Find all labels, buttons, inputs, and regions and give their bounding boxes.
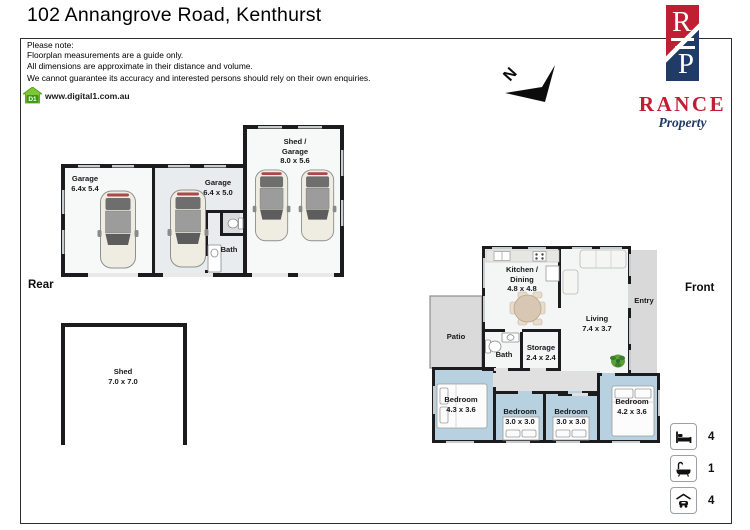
north-label: N	[500, 65, 520, 85]
shed-garage-label: Shed / Garage 8.0 x 5.6	[280, 137, 310, 166]
bath-label: Bath	[495, 350, 513, 359]
digital1-house-icon: D1	[23, 87, 42, 104]
agency-tagline: Property	[658, 115, 707, 130]
summary-legend: 4 1 4	[670, 423, 714, 519]
bedroom3-label: Bedroom 3.0 x 3.0	[554, 407, 588, 426]
bath-icon	[670, 455, 697, 482]
bed-icon	[670, 423, 697, 450]
rance-badge-icon: R P	[666, 5, 699, 81]
patio-label: Patio	[446, 332, 466, 341]
digital1-website: www.digital1.com.au	[45, 90, 130, 101]
garage1-label: Garage 6.4x 5.4	[71, 174, 99, 193]
note-line: All dimensions are approximate in their …	[27, 60, 253, 71]
garage-bath-label: Bath	[220, 245, 238, 254]
note-line: Floorplan measurements are a guide only.	[27, 50, 184, 61]
front-label: Front	[685, 282, 715, 294]
bedroom1-label: Bedroom 4.3 x 3.6	[444, 395, 478, 414]
rance-badge-letter-r: R	[671, 8, 695, 41]
page-title: 102 Annangrove Road, Kenthurst	[27, 4, 322, 26]
shed-label: Shed 7.0 x 7.0	[108, 367, 138, 386]
digital1-logo: D1 www.digital1.com.au	[23, 87, 130, 104]
bedroom-count: 4	[708, 430, 715, 443]
bathroom-count: 1	[708, 462, 715, 475]
rance-badge-letter-p: P	[674, 46, 695, 79]
car-icon	[670, 487, 697, 514]
legend-row-cars: 4	[670, 487, 714, 514]
svg-text:D1: D1	[28, 96, 37, 103]
disclaimer-notes: Please note: Floorplan measurements are …	[27, 40, 370, 84]
legend-row-bedrooms: 4	[670, 423, 714, 450]
rance-logo: R P RANCE Property	[630, 5, 735, 131]
bedroom2-label: Bedroom 3.0 x 3.0	[503, 407, 537, 426]
north-arrow-icon: N	[500, 65, 555, 102]
car-space-count: 4	[708, 494, 715, 507]
agency-name: RANCE	[638, 92, 727, 116]
rear-label: Rear	[28, 279, 54, 291]
border-frame	[20, 38, 732, 524]
garage2-label: Garage 6.4 x 5.0	[203, 178, 233, 197]
bedroom4-label: Bedroom 4.2 x 3.6	[615, 397, 649, 416]
entry-label: Entry	[634, 296, 654, 305]
living-label: Living 7.4 x 3.7	[582, 314, 612, 333]
kitchen-dining-label: Kitchen / Dining 4.8 x 4.8	[505, 265, 539, 294]
storage-label: Storage 2.4 x 2.4	[526, 343, 556, 362]
note-line: We cannot guarantee its accuracy and int…	[27, 73, 371, 84]
note-heading: Please note:	[27, 40, 74, 50]
legend-row-bathrooms: 1	[670, 455, 714, 482]
